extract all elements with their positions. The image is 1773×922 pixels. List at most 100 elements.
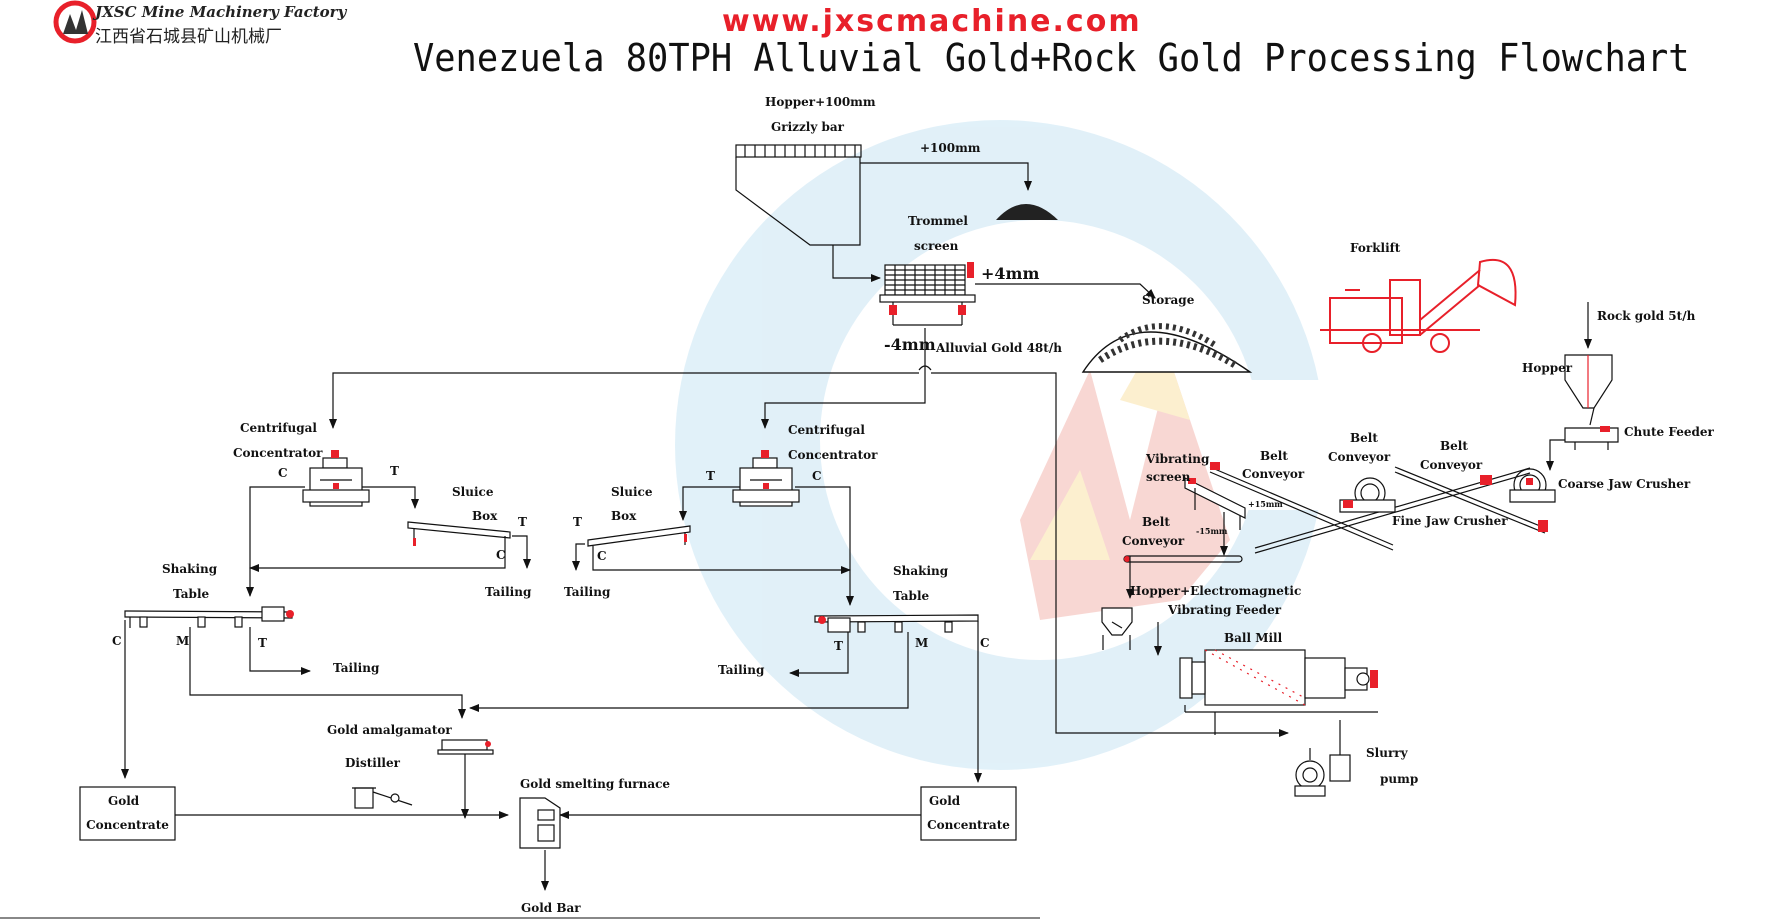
gold-concentrate-left-box [79, 786, 176, 841]
label-forklift: Forklift [1350, 241, 1401, 255]
label-c1: C [278, 466, 288, 480]
label-m2: M [915, 636, 929, 650]
label-t1: T [390, 464, 399, 478]
distiller-icon [352, 787, 413, 809]
label-hopper-grizzly-2: Grizzly bar [771, 120, 844, 134]
chute-feeder-icon [1564, 426, 1619, 450]
label-plus15: +15mm [1248, 499, 1283, 509]
oversize-pile-icon [996, 204, 1058, 220]
label-belt-conveyor-2a: Belt [1350, 431, 1378, 445]
storage-pile-icon [1081, 323, 1253, 373]
website-url: www.jxscmachine.com [722, 4, 1142, 39]
label-rock-gold: Rock gold 5t/h [1597, 309, 1696, 323]
label-gold-amalgamator: Gold amalgamator [327, 723, 452, 737]
label-smelting-furnace: Gold smelting furnace [520, 777, 671, 791]
label-hopper-em-feeder-2: Vibrating Feeder [1168, 603, 1282, 617]
label-sluice-left-2: Box [472, 509, 498, 523]
label-hopper-right: Hopper [1522, 361, 1573, 375]
label-c6: C [980, 636, 990, 650]
label-belt-conveyor-4a: Belt [1142, 515, 1170, 529]
label-m1: M [176, 634, 190, 648]
gold-smelting-furnace-icon [519, 797, 561, 849]
label-c5: C [112, 634, 122, 648]
label-coarse-jaw-crusher: Coarse Jaw Crusher [1558, 477, 1691, 491]
label-shaking-right-1: Shaking [893, 564, 949, 578]
logo-company-name: JXSC Mine Machinery Factory [95, 3, 347, 21]
gold-amalgamator-icon [437, 739, 494, 755]
label-shaking-left-2: Table [173, 587, 210, 601]
label-shaking-right-2: Table [893, 589, 930, 603]
label-centrifugal-right-2: Concentrator [788, 448, 878, 462]
belt-conveyor-3-icon [1394, 466, 1548, 534]
slurry-pump-icon [1294, 720, 1351, 797]
label-ball-mill: Ball Mill [1224, 631, 1283, 645]
label-t3: T [706, 469, 715, 483]
fine-jaw-crusher-icon [1339, 477, 1396, 513]
label-belt-conveyor-3b: Conveyor [1420, 458, 1483, 472]
label-fine-jaw-crusher: Fine Jaw Crusher [1392, 514, 1508, 528]
label-hopper-em-feeder-1: Hopper+Electromagnetic [1130, 584, 1302, 598]
centrifugal-concentrator-left-icon [302, 450, 370, 507]
label-sluice-right-2: Box [611, 509, 637, 523]
gold-concentrate-left-label: Gold Concentrate [86, 794, 169, 832]
label-tailing-3: Tailing [333, 661, 380, 675]
label-plus100: +100mm [920, 141, 981, 155]
vibrating-screen-icon [1184, 477, 1246, 530]
label-centrifugal-left-2: Concentrator [233, 446, 323, 460]
label-plus4: +4mm [981, 264, 1040, 283]
label-shaking-left-1: Shaking [162, 562, 218, 576]
shaking-table-right-icon [814, 614, 979, 633]
label-chute-feeder: Chute Feeder [1624, 425, 1714, 439]
gold-concentrate-right-box [920, 786, 1017, 841]
trommel-screen-icon [879, 262, 976, 326]
label-t4: T [573, 515, 582, 529]
label-slurry-pump-1: Slurry [1366, 746, 1408, 760]
label-gold-bar: Gold Bar [521, 901, 581, 915]
label-t6: T [834, 639, 843, 653]
label-t2: T [518, 515, 527, 529]
sluice-box-right-icon [587, 525, 691, 560]
shaking-table-left-icon [124, 606, 294, 628]
label-vibrating-screen-2: screen [1146, 470, 1191, 484]
label-centrifugal-left-1: Centrifugal [240, 421, 317, 435]
label-centrifugal-right-1: Centrifugal [788, 423, 865, 437]
label-storage: Storage [1142, 293, 1195, 307]
hopper-electromagnetic-feeder-icon [1101, 607, 1133, 650]
page-title: Venezuela 80TPH Alluvial Gold+Rock Gold … [413, 36, 1690, 80]
label-minus15: -15mm [1196, 526, 1228, 536]
label-alluvial-gold: Alluvial Gold 48t/h [936, 341, 1062, 355]
label-c2: C [496, 548, 506, 562]
forklift-icon [1320, 258, 1517, 353]
label-c4: C [597, 549, 607, 563]
label-tailing-4: Tailing [718, 663, 765, 677]
label-belt-conveyor-4b: Conveyor [1122, 534, 1185, 548]
ball-mill-icon [1179, 649, 1378, 713]
label-trommel-2: screen [914, 239, 959, 253]
label-belt-conveyor-1a: Belt [1260, 449, 1288, 463]
label-distiller: Distiller [345, 756, 400, 770]
label-vibrating-screen-1: Vibrating [1146, 452, 1210, 466]
label-sluice-left-1: Sluice [452, 485, 494, 499]
gold-concentrate-right-label: Gold Concentrate [927, 794, 1010, 832]
hopper-right-icon [1564, 354, 1613, 426]
logo-mark-icon [53, 0, 97, 44]
coarse-jaw-crusher-icon [1509, 468, 1556, 503]
logo-company-name-cn: 江西省石城县矿山机械厂 [95, 27, 282, 47]
label-t5: T [258, 636, 267, 650]
centrifugal-concentrator-right-icon [732, 450, 800, 507]
label-belt-conveyor-3a: Belt [1440, 439, 1468, 453]
label-belt-conveyor-1b: Conveyor [1242, 467, 1305, 481]
label-slurry-pump-2: pump [1380, 772, 1419, 786]
belt-conveyor-4-icon [1123, 555, 1243, 563]
label-tailing-2: Tailing [564, 585, 611, 599]
label-belt-conveyor-2b: Conveyor [1328, 450, 1391, 464]
belt-conveyor-1-icon [1209, 462, 1394, 551]
label-hopper-grizzly-1: Hopper+100mm [765, 95, 876, 109]
label-tailing-1: Tailing [485, 585, 532, 599]
sluice-box-left-icon [407, 521, 511, 548]
label-trommel-1: Trommel [908, 214, 968, 228]
label-sluice-right-1: Sluice [611, 485, 653, 499]
watermark-logo [675, 120, 1420, 770]
